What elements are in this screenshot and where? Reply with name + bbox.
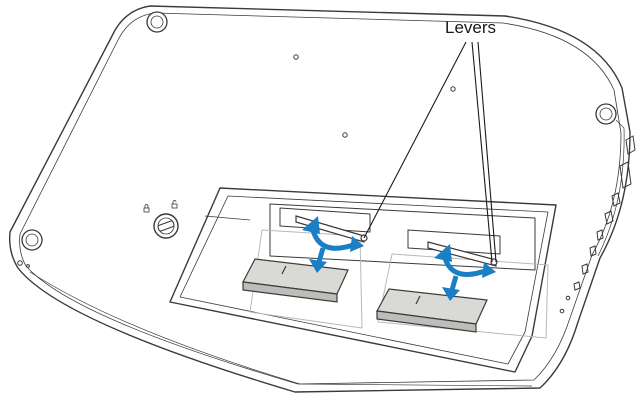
callout-leader-lines (363, 41, 497, 263)
lever-right (427, 241, 498, 267)
battery-latch (143, 200, 179, 239)
foot-top-right (595, 103, 617, 125)
left-edge-indicators (17, 260, 30, 268)
feet (21, 11, 617, 251)
memory-compartment (169, 187, 557, 373)
unlock-icon (171, 200, 178, 209)
arrow-icon (302, 216, 496, 301)
memory-module-2 (376, 288, 488, 333)
callout-label-levers: Levers (445, 18, 496, 37)
foot-bottom-left (21, 229, 43, 251)
memory-module-1 (242, 258, 349, 303)
laptop-bottom-case (8, 5, 631, 393)
foot-top-left (146, 11, 168, 33)
screw-holes (293, 54, 456, 138)
right-side-ports (559, 135, 636, 314)
lock-icon (143, 204, 150, 213)
